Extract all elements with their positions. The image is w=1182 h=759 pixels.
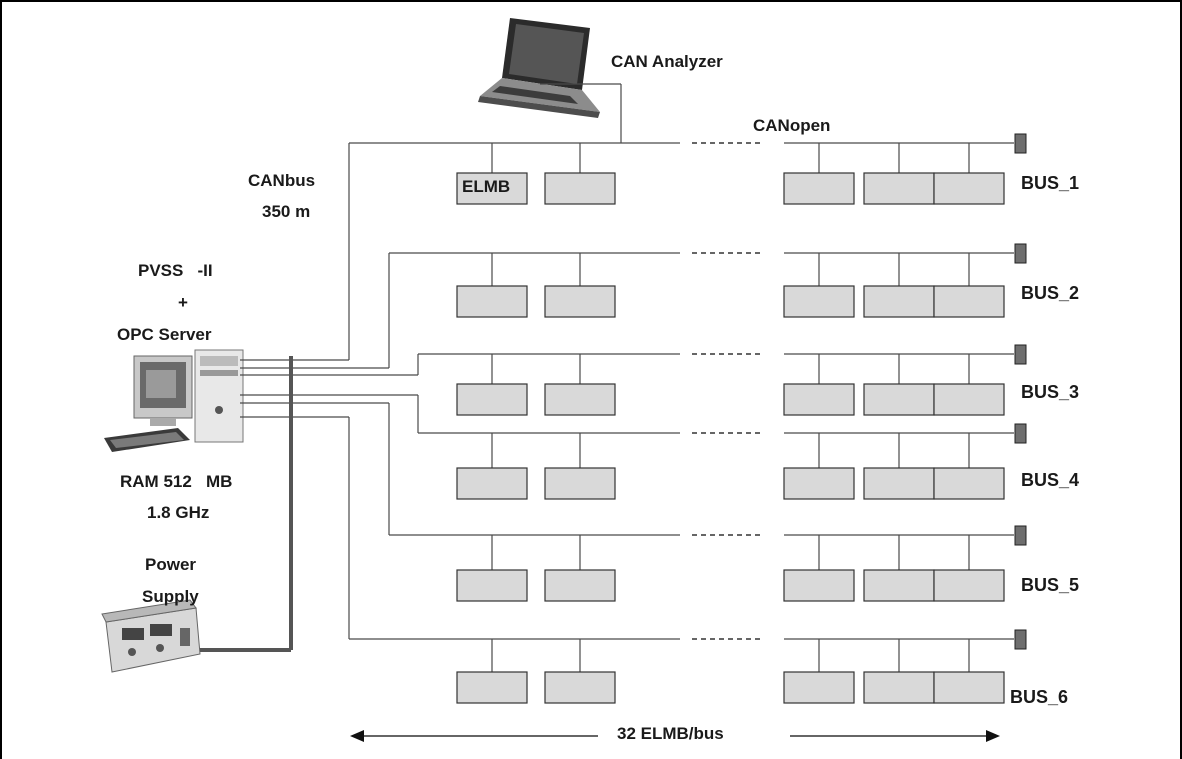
elmb-node xyxy=(456,383,528,416)
wiring xyxy=(200,83,1014,672)
elmb-node xyxy=(933,569,1005,602)
elmb-node xyxy=(456,285,528,318)
power-supply-icon xyxy=(101,599,201,673)
canbus-length-label: 350 m xyxy=(262,202,311,221)
canbus-label: CANbus xyxy=(248,171,316,190)
canopen-label: CANopen xyxy=(753,116,831,135)
elmb-node xyxy=(863,671,935,704)
desktop-computer-icon xyxy=(104,349,244,452)
elmb-per-bus-label: 32 ELMB/bus xyxy=(617,724,724,743)
elmb-node xyxy=(544,172,616,205)
elmb-node xyxy=(544,569,616,602)
elmb-node xyxy=(933,671,1005,704)
bus-terminator xyxy=(1014,133,1027,154)
elmb-node xyxy=(544,671,616,704)
elmb-node xyxy=(456,172,528,205)
bus-terminator xyxy=(1014,344,1027,365)
elmb-node xyxy=(783,285,855,318)
bus-label: BUS_2 xyxy=(1021,283,1080,303)
elmb-node xyxy=(544,285,616,318)
bus-terminator xyxy=(1014,243,1027,264)
elmb-node xyxy=(783,569,855,602)
power-label: Power xyxy=(145,555,197,574)
elmb-node xyxy=(933,285,1005,318)
can-analyzer-label: CAN Analyzer xyxy=(611,52,723,71)
elmb-nodes xyxy=(456,133,1027,704)
elmb-node xyxy=(863,172,935,205)
elmb-node xyxy=(544,383,616,416)
elmb-node xyxy=(933,383,1005,416)
bus-label: BUS_1 xyxy=(1021,173,1080,193)
elmb-node xyxy=(456,671,528,704)
bus-label: BUS_6 xyxy=(1010,687,1069,707)
elmb-node xyxy=(783,383,855,416)
elmb-node xyxy=(933,467,1005,500)
cpu-label: 1.8 GHz xyxy=(147,503,210,522)
elmb-node xyxy=(783,467,855,500)
elmb-node xyxy=(863,383,935,416)
bus-label: BUS_3 xyxy=(1021,382,1080,402)
elmb-node xyxy=(783,671,855,704)
elmb-node xyxy=(863,467,935,500)
elmb-node xyxy=(863,569,935,602)
bus-terminator xyxy=(1014,525,1027,546)
elmb-label: ELMB xyxy=(462,177,511,196)
bus-length-arrows xyxy=(350,730,1000,742)
elmb-node xyxy=(456,467,528,500)
bus-terminator xyxy=(1014,423,1027,444)
elmb-node xyxy=(456,569,528,602)
pvss-label: PVSS -II xyxy=(138,261,213,280)
laptop-icon xyxy=(478,18,600,118)
bus-label: BUS_4 xyxy=(1021,470,1080,490)
bus-label: BUS_5 xyxy=(1021,575,1080,595)
elmb-node xyxy=(783,172,855,205)
elmb-node xyxy=(544,467,616,500)
elmb-node xyxy=(933,172,1005,205)
plus-label: + xyxy=(178,293,188,312)
bus-terminator xyxy=(1014,629,1027,650)
ram-label: RAM 512 MB xyxy=(120,472,233,491)
opc-server-label: OPC Server xyxy=(117,325,212,344)
elmb-node xyxy=(863,285,935,318)
supply-label: Supply xyxy=(142,587,199,606)
